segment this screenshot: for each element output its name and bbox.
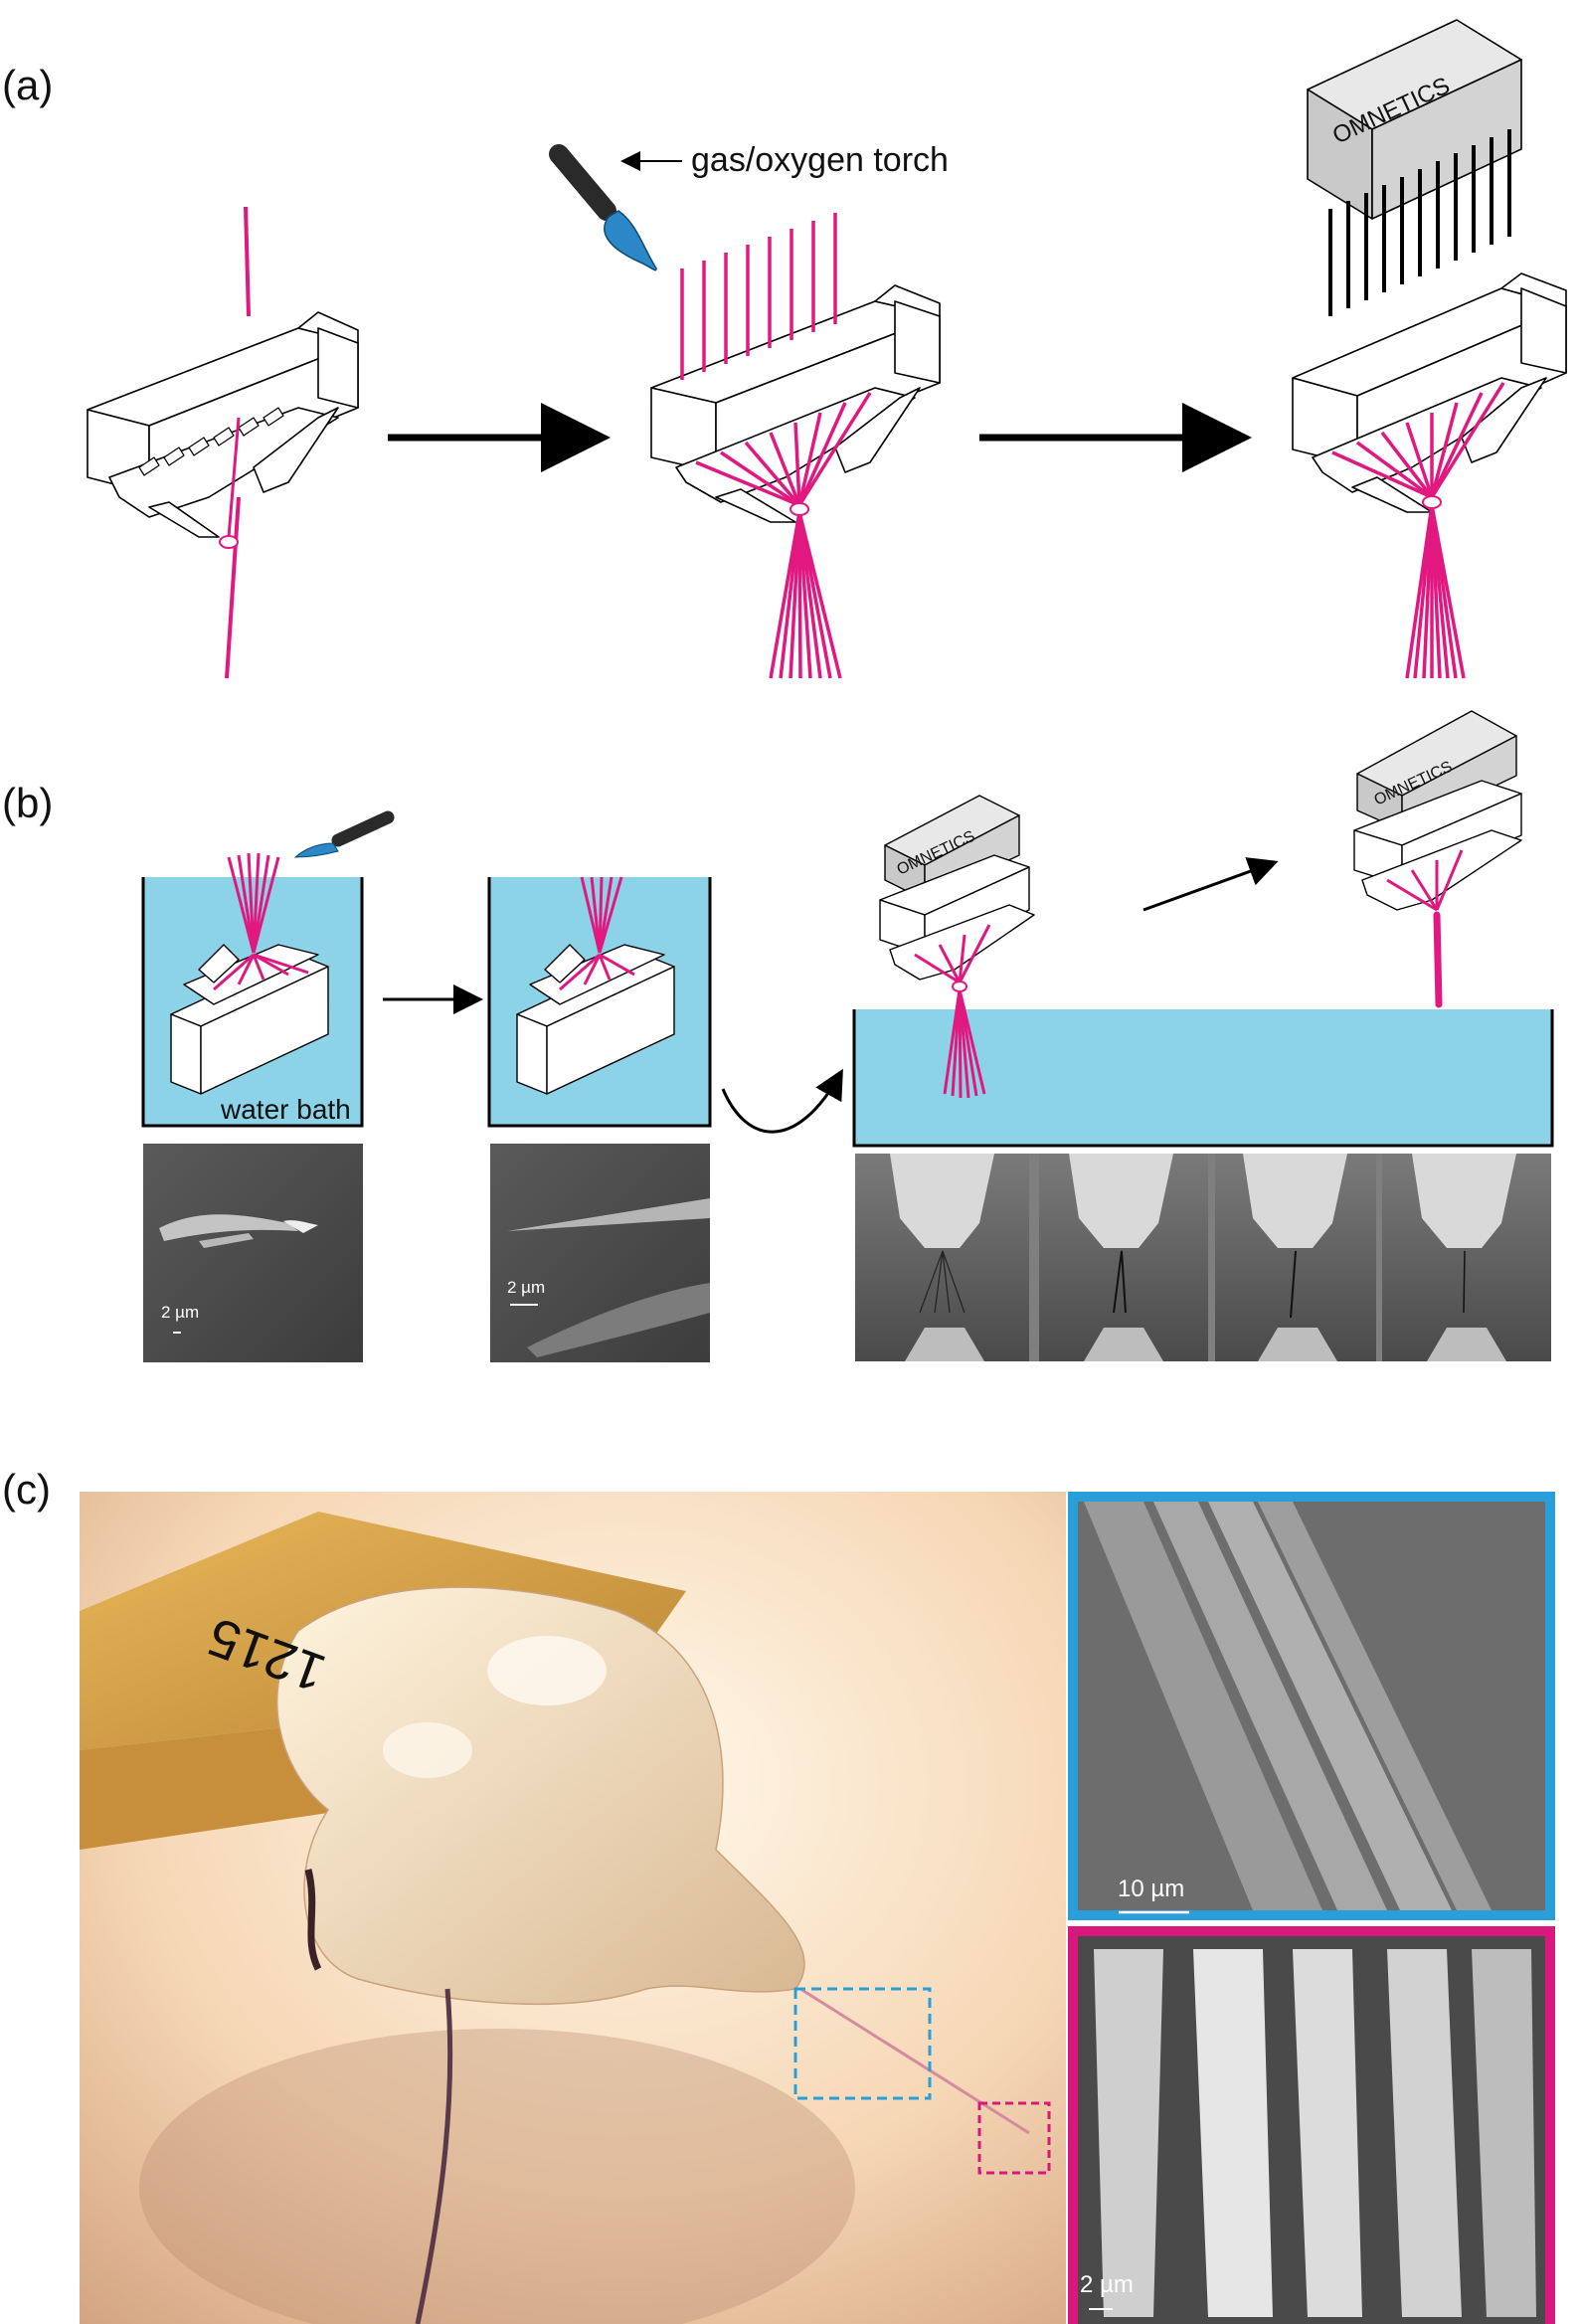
omnetics-connector <box>1307 19 1522 220</box>
fibers-lifted <box>1386 849 1464 912</box>
water-bath-1-wall <box>141 877 364 1128</box>
fiber <box>227 417 241 538</box>
sem-inset-pink <box>1078 1936 1545 2324</box>
device-photo <box>80 1492 1066 2324</box>
fibers-bath-2 <box>559 876 635 991</box>
connector-stage-2 <box>650 284 941 523</box>
torch-label: gas/oxygen torch <box>691 141 949 179</box>
connector-in-bath-1 <box>170 944 329 1095</box>
fibers-in-bath <box>914 924 991 1099</box>
scale-label: 2 µm <box>1080 2271 1134 2298</box>
fused-fiber-bundle <box>1433 911 1443 1008</box>
fiber-ferrule <box>219 535 239 549</box>
process-arrow <box>1142 857 1279 912</box>
torch-icon <box>293 810 395 858</box>
panel-a-label: (a) <box>2 62 53 108</box>
video-frame <box>1215 1154 1376 1361</box>
video-frame <box>1382 1154 1551 1361</box>
connector-stage-1 <box>87 311 359 538</box>
fiber-ferrule <box>952 981 967 992</box>
sem-inset-blue <box>1078 1502 1545 1910</box>
fiber <box>244 206 251 317</box>
scale-label: 2 µm <box>161 1303 199 1322</box>
omnetics-connector-2 <box>1353 710 1522 911</box>
torch-icon <box>549 144 657 271</box>
scale-label: 10 µm <box>1118 1876 1184 1902</box>
fiber-ferrule <box>1422 495 1442 509</box>
fibers-stage-2 <box>680 213 872 679</box>
sem-image-sharpened-tip <box>490 1144 710 1362</box>
water-bath-long-wall <box>852 1009 1554 1148</box>
panel-a: (a) <box>2 19 1567 679</box>
panel-b: (b) water bath <box>2 710 1554 1362</box>
fiber <box>225 496 241 679</box>
video-frame-strip <box>855 1154 1551 1361</box>
video-frame <box>855 1154 1029 1361</box>
zoom-box-blue <box>793 1987 932 2100</box>
water-bath-label: water bath <box>220 1094 351 1125</box>
panel-c-label: (c) <box>2 1466 51 1513</box>
fibers-bath-1 <box>213 852 309 991</box>
omnetics-connector-1 <box>879 795 1035 981</box>
zoom-box-pink <box>977 2101 1051 2175</box>
connector-in-bath-2 <box>516 944 675 1095</box>
panel-c: (c) 1215 10 µm <box>2 1466 1555 2324</box>
scale-label: 2 µm <box>507 1278 545 1297</box>
omnetics-pins <box>1328 129 1511 316</box>
panel-b-label: (b) <box>2 780 53 826</box>
fibers-stage-3 <box>1331 382 1505 679</box>
sem-image-fused-fibers <box>143 1144 363 1362</box>
curved-arrow <box>721 1068 843 1134</box>
connector-stage-3 <box>1292 272 1567 513</box>
fiber-ferrule <box>790 502 809 516</box>
water-bath-2-wall <box>487 877 712 1128</box>
video-frame <box>1039 1154 1208 1361</box>
